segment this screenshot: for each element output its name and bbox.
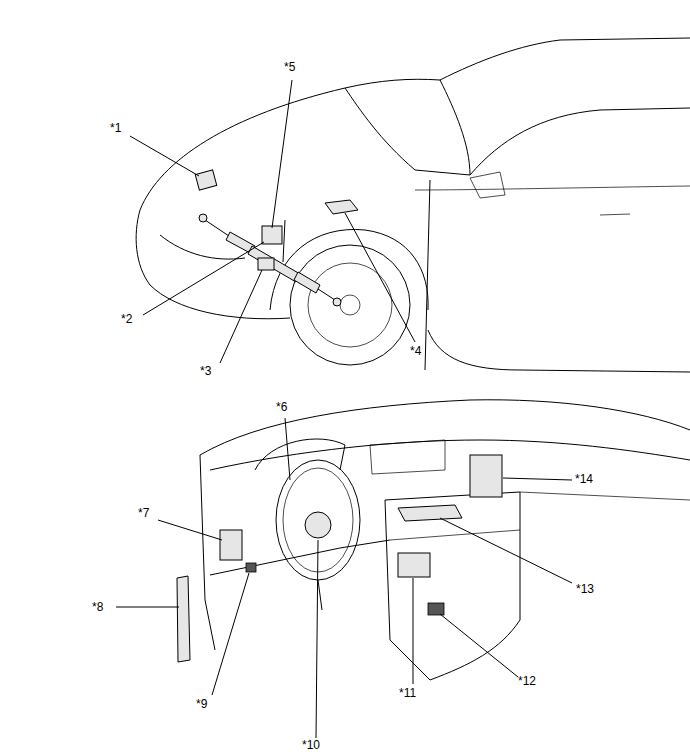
leader-lines [116,80,572,738]
part-7 [220,530,242,560]
console-top [390,530,520,540]
car-body [136,38,690,372]
part-2 [262,226,282,244]
steering-column [318,580,322,610]
right-dash [520,492,690,500]
part-1 [195,170,217,190]
callout-number: *8 [92,600,103,614]
leader-line [440,518,572,583]
callout-number: *5 [284,60,295,74]
leader-line [503,478,572,480]
part-12 [428,603,444,615]
tie-rod-right [318,289,335,300]
mirror [470,172,505,198]
roof-line [440,38,690,80]
leader-line [220,270,262,363]
callout-number: *14 [575,472,593,486]
fender [270,229,428,310]
door-handle [600,214,630,215]
left-door-panel [200,455,215,650]
callout-number: *1 [110,121,121,135]
callout-number: *12 [518,674,536,688]
tie-rod-end [333,298,341,306]
front-face [136,210,290,319]
part-11 [398,553,430,577]
leader-line [158,520,222,540]
hood-line [140,79,440,210]
rack-housing [248,246,300,282]
leader-line [212,573,249,695]
part-8 [177,576,190,662]
tie-rod-end [199,214,207,222]
dash-face [210,440,690,470]
wheel-tire [290,245,410,365]
instrument-panel [200,400,690,680]
door-front-edge [425,180,430,370]
windshield-base [345,88,470,175]
callout-number: *13 [576,582,594,596]
leader-line [345,213,415,342]
callout-number: *6 [276,400,287,414]
part-4 [325,200,358,214]
callout-number: *10 [302,738,320,752]
leader-line [143,242,264,315]
part-14 [470,455,502,497]
callout-number: *2 [121,312,132,326]
leader-line [285,418,290,480]
callout-number: *11 [399,686,416,700]
callout-number: *9 [196,697,207,711]
leader-line [440,614,518,677]
steering-gear [199,214,341,306]
leader-line [130,136,199,176]
wheel-hub [340,295,360,315]
belt-line [415,186,690,190]
leader-line [116,607,179,608]
body-sill [428,330,690,372]
center-display [370,440,445,474]
a-pillar [440,80,470,175]
callout-number: *4 [410,344,421,358]
leader-line [413,578,414,684]
part-13 [398,505,462,521]
rack-boot [294,272,320,293]
callout-number: *7 [138,506,149,520]
steering-shaft [283,220,285,262]
side-window [470,108,690,175]
callout-number: *3 [200,364,211,378]
leader-line [316,540,318,738]
steering-hub [305,512,331,538]
center-console [385,492,520,680]
part-9 [246,563,256,572]
leader-line [272,80,292,228]
eps-motor [258,258,274,270]
